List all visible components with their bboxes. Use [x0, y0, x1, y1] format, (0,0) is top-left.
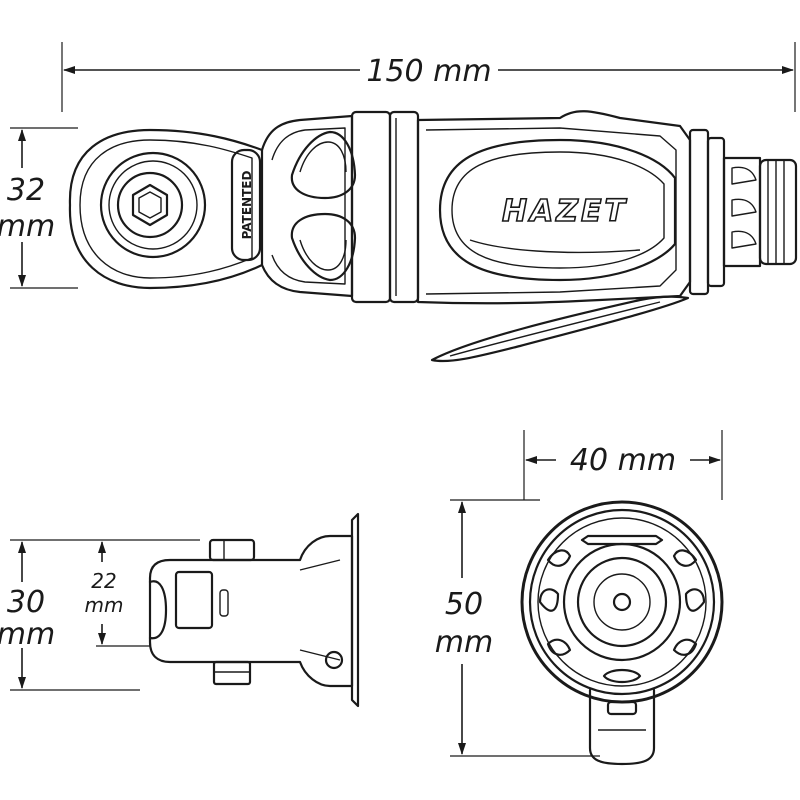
- length-label: 150 mm: [366, 54, 491, 89]
- length-dimension: 150 mm: [61, 42, 796, 112]
- rear-lever: [588, 688, 656, 766]
- front-height-value: 50: [445, 587, 483, 622]
- side-screw-icon: [324, 650, 344, 670]
- patent-plate: [230, 148, 262, 262]
- collar-ring-2: [388, 110, 420, 304]
- ratchet-head-inner: [79, 139, 253, 279]
- side-total-unit: mm: [0, 617, 55, 652]
- side-inner-dimension: 22 mm: [85, 541, 150, 647]
- collar-ring-1: [350, 110, 392, 304]
- neck-inner: [271, 127, 346, 285]
- neck-outline: [260, 114, 354, 298]
- head-height-value: 32: [7, 173, 45, 208]
- direction-button-up-inner: [299, 141, 347, 173]
- rear-ring-1: [688, 128, 710, 296]
- side-top-knob: [208, 538, 256, 562]
- square-drive-icon: [131, 183, 169, 227]
- side-front-curve: [148, 580, 168, 640]
- head-height-unit: mm: [0, 209, 55, 244]
- direction-button-down-inner: [299, 239, 347, 271]
- grip-oval-outer: [438, 138, 677, 282]
- rear-ring-c: [562, 542, 682, 662]
- side-slot: [219, 589, 229, 617]
- brand-logo: HAZET: [502, 194, 628, 229]
- front-height-dimension: 50 mm: [435, 499, 600, 757]
- head-height-dimension: 32 mm: [0, 127, 78, 289]
- side-flange: [350, 512, 360, 708]
- direction-button-up-icon: [290, 130, 357, 200]
- side-view-tool: [148, 512, 360, 708]
- top-view-tool: PATENTED HAZET: [68, 110, 798, 363]
- side-inner-value: 22: [91, 569, 116, 593]
- rear-view-tool: [520, 500, 724, 766]
- rear-notches: [538, 549, 706, 684]
- rear-center-icon: [612, 592, 632, 612]
- air-inlet-housing: [722, 156, 762, 268]
- handle-body: [416, 110, 692, 305]
- trigger-lever: [430, 295, 690, 363]
- rear-ring-b: [537, 517, 707, 687]
- direction-button-down-icon: [290, 212, 357, 282]
- grip-oval-inner: [451, 151, 665, 269]
- side-total-value: 30: [7, 585, 45, 620]
- side-detail-lines: [299, 559, 341, 661]
- square-drive-inner: [138, 191, 162, 219]
- patent-label: PATENTED: [240, 171, 254, 240]
- trigger-lever-inner: [449, 301, 661, 357]
- drive-ring-outer: [99, 151, 207, 259]
- rear-ring-2: [706, 136, 726, 288]
- grip-curve: [469, 239, 641, 254]
- rear-outer-circle: [520, 500, 724, 704]
- rear-ring-d: [576, 556, 668, 648]
- drive-ring-inner: [116, 171, 184, 239]
- drive-ring-mid: [108, 160, 198, 250]
- side-inner-unit: mm: [85, 593, 124, 617]
- square-drive-side: [212, 660, 252, 686]
- front-width-label: 40 mm: [570, 443, 676, 478]
- side-plate: [174, 570, 214, 630]
- rear-ring-e: [593, 573, 651, 631]
- rear-ring-a: [528, 508, 716, 696]
- front-height-unit: mm: [435, 625, 493, 660]
- air-inlet-slots: [731, 166, 757, 249]
- front-width-dimension: 40 mm: [523, 430, 723, 500]
- rear-lever-slot: [606, 700, 638, 716]
- side-total-dimension: 30 mm: [0, 539, 200, 691]
- rear-arrow-icon: [580, 534, 664, 546]
- air-fitting: [758, 158, 798, 266]
